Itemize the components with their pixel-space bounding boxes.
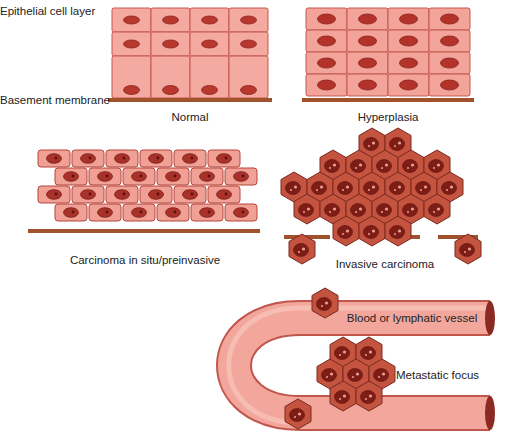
normal-epithelium <box>112 8 268 98</box>
metastatic-cells <box>285 288 395 429</box>
stage-label: Invasive carcinoma <box>336 257 434 271</box>
stage-label: Hyperplasia <box>358 110 419 124</box>
layer-label: Epithelial cell layer <box>0 4 95 18</box>
basement-membrane <box>28 229 260 233</box>
stage-label: Carcinoma in situ/preinvasive <box>70 253 220 267</box>
basement-membrane <box>302 98 474 102</box>
hyperplasia-epithelium <box>306 8 470 96</box>
invasive-tumor-cells <box>281 128 481 264</box>
structure-label: Metastatic focus <box>396 368 479 382</box>
carcinoma-in-situ-cells <box>38 150 257 221</box>
layer-label: Basement membrane <box>0 93 110 107</box>
basement-membrane <box>108 98 272 102</box>
stage-label: Normal <box>171 110 208 124</box>
blood-vessel <box>229 301 495 430</box>
structure-label: Blood or lymphatic vessel <box>347 311 477 325</box>
